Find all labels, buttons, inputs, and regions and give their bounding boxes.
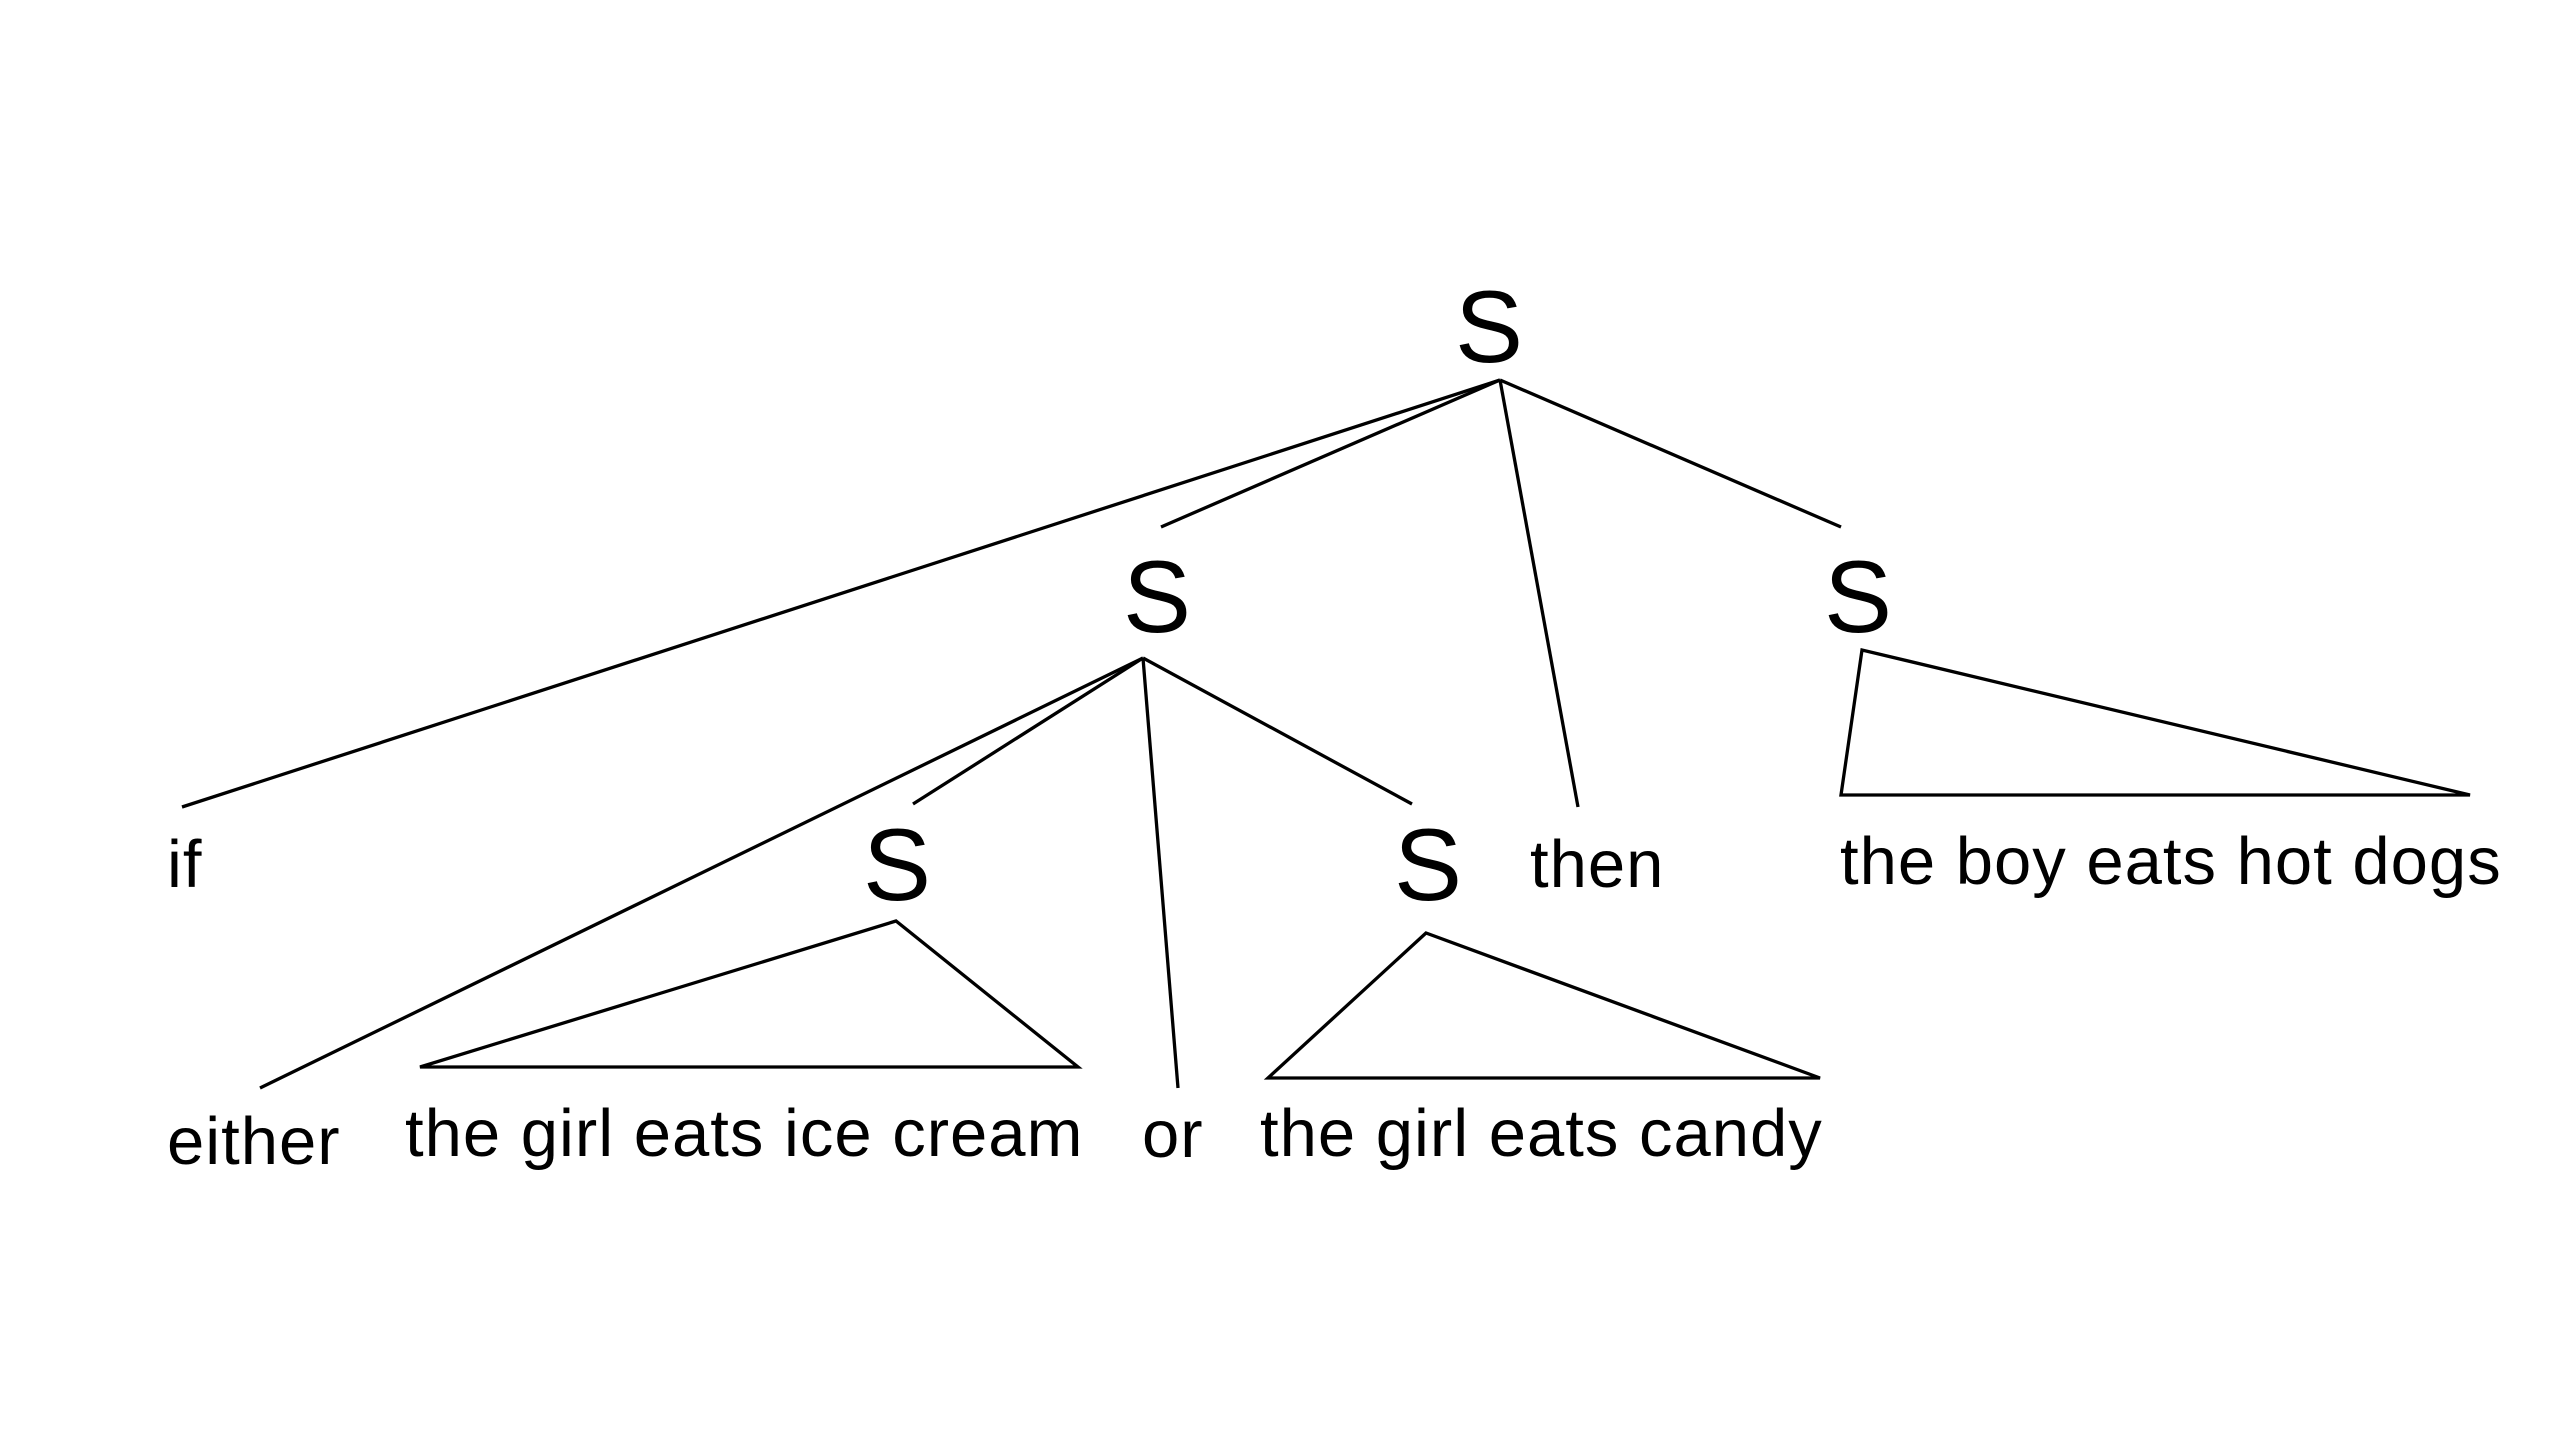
word-girl-eats-ice-cream: the girl eats ice cream	[405, 1096, 1083, 1171]
edge-left-clause-to-inner-left	[912, 656, 1144, 806]
root-s-node: S	[1455, 270, 1523, 384]
edge-left-clause-to-inner-right	[1142, 656, 1413, 806]
word-or: or	[1142, 1097, 1204, 1172]
edge-root-to-right-clause	[1499, 378, 1842, 529]
right-clause-triangle	[1839, 647, 2471, 797]
word-then: then	[1530, 827, 1664, 902]
word-boy-eats-hot-dogs: the boy eats hot dogs	[1840, 824, 2502, 899]
edge-root-to-then	[1498, 379, 1580, 808]
left-clause-s-node: S	[1123, 540, 1191, 654]
right-clause-s-node: S	[1824, 540, 1892, 654]
edge-left-clause-to-or	[1141, 657, 1180, 1089]
edge-root-to-left-clause	[1160, 378, 1501, 529]
edge-left-clause-to-either	[259, 656, 1144, 1090]
edge-root-to-if	[181, 378, 1501, 809]
inner-right-clause-triangle	[1263, 931, 1821, 1080]
inner-left-clause-triangle	[419, 919, 1083, 1069]
inner-right-clause-s-node: S	[1394, 808, 1462, 922]
inner-left-clause-s-node: S	[863, 808, 931, 922]
word-either: either	[167, 1104, 341, 1179]
word-if: if	[167, 827, 203, 902]
word-girl-eats-candy: the girl eats candy	[1260, 1096, 1823, 1171]
